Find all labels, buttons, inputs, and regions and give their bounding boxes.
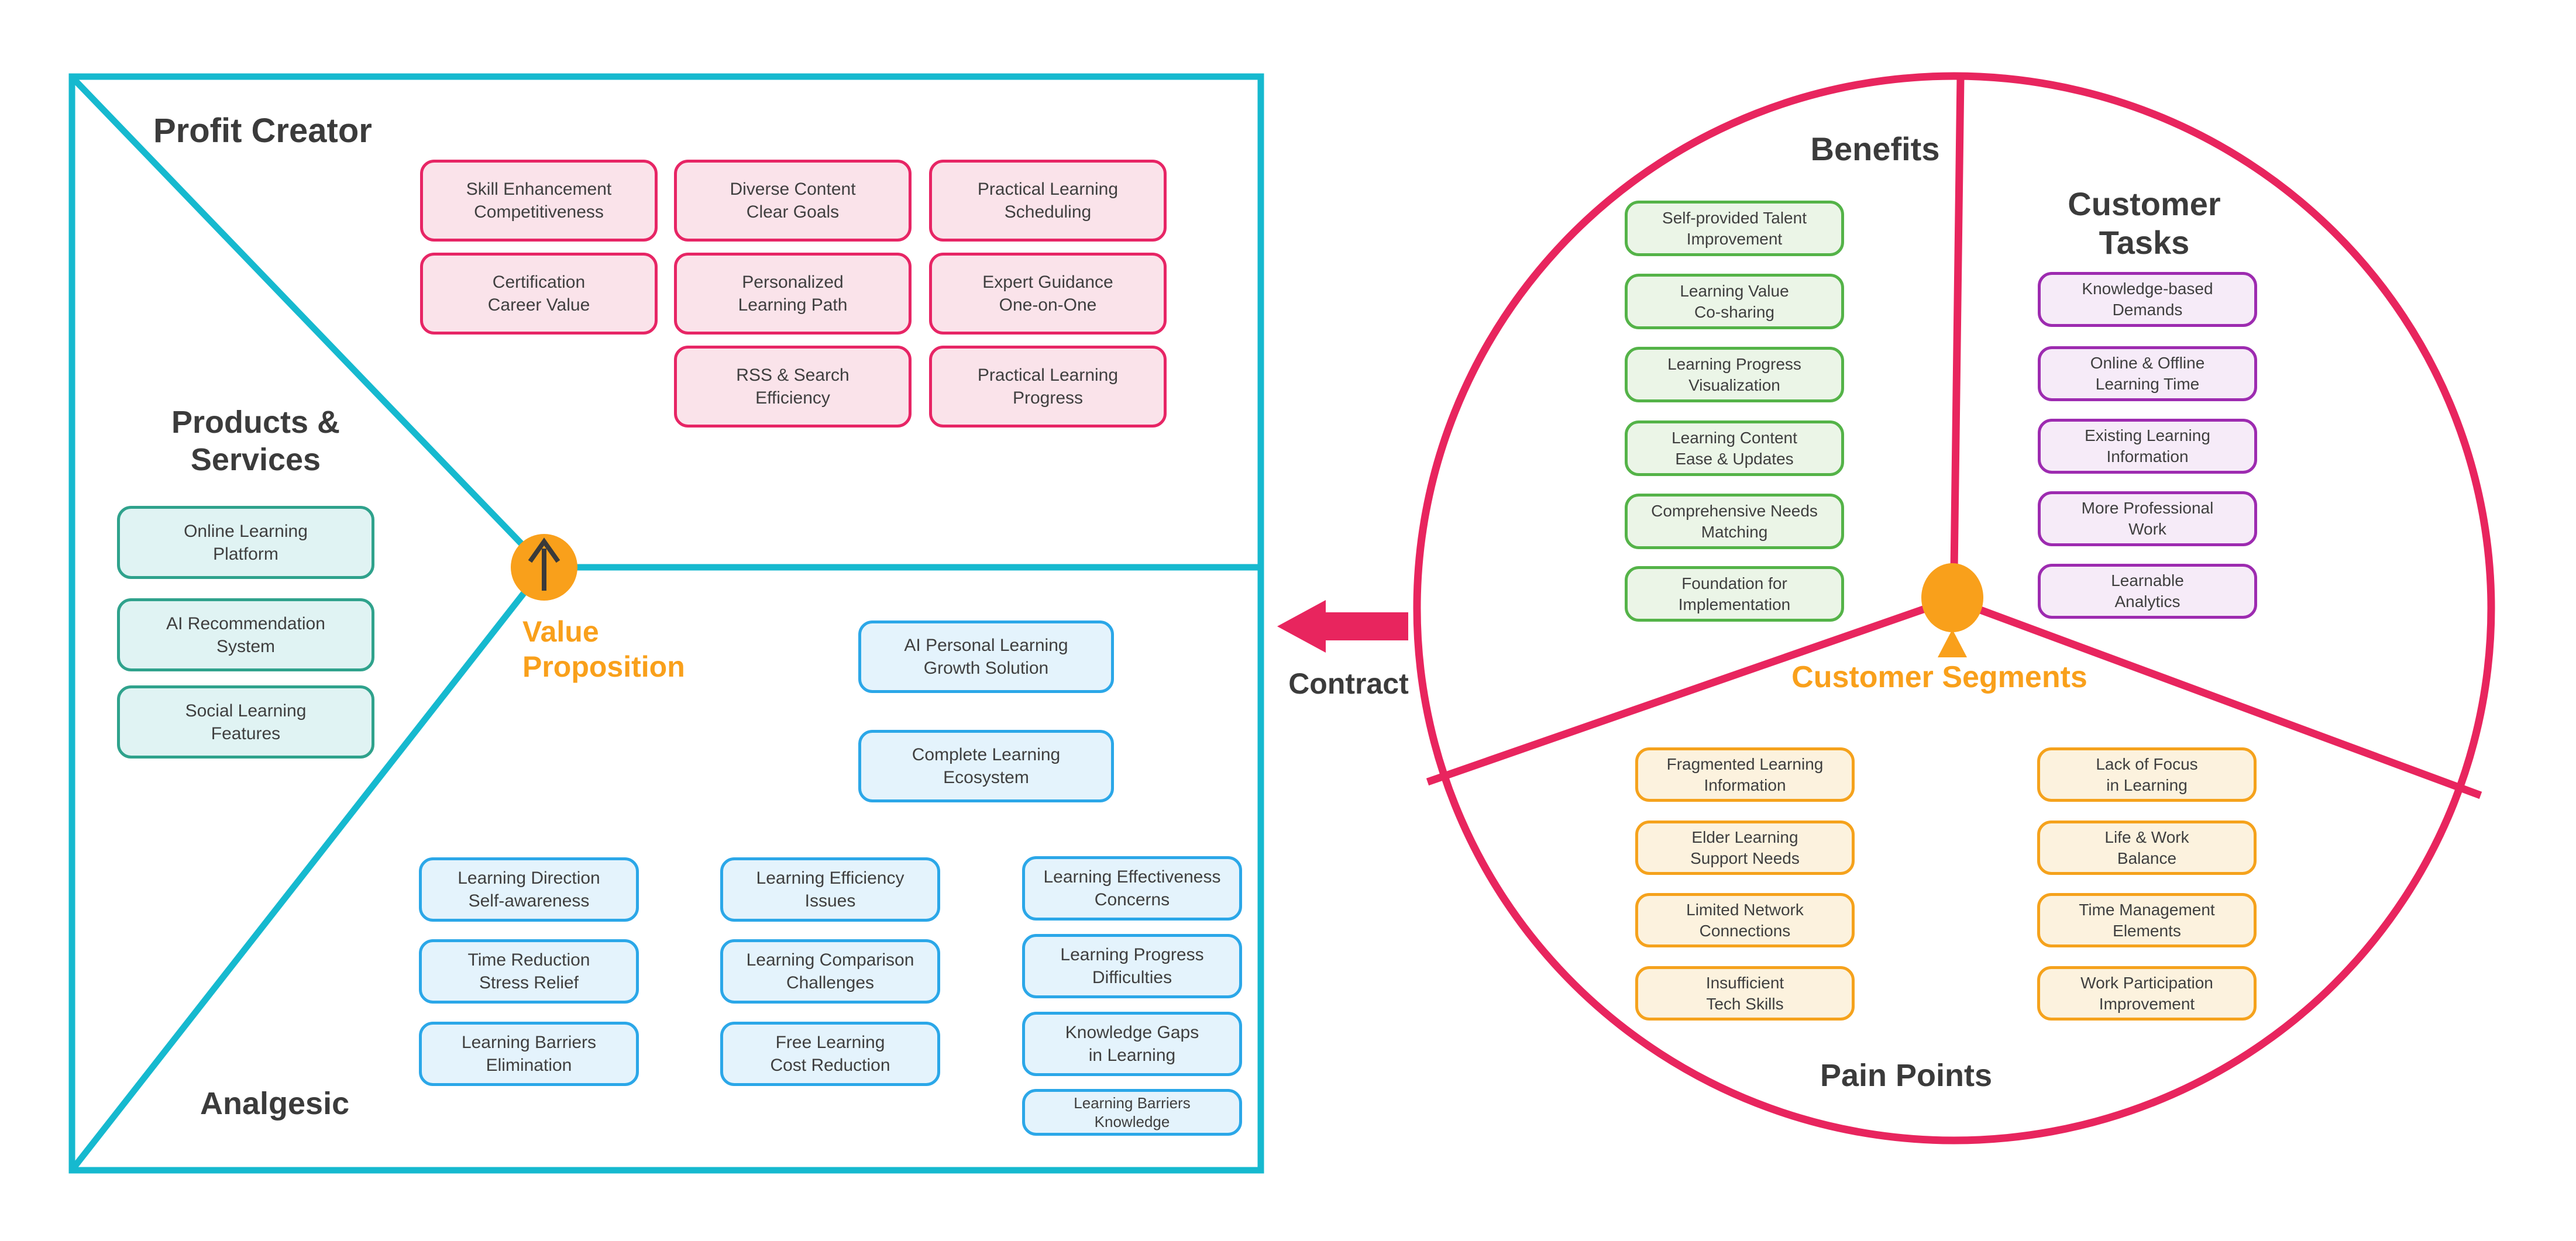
pain-box: Limited Network Connections — [1635, 893, 1855, 947]
value-map-square — [68, 73, 1264, 1174]
task-box: More Professional Work — [2038, 491, 2257, 546]
benefit-box: Foundation for Implementation — [1625, 566, 1844, 622]
benefit-box: Learning Content Ease & Updates — [1625, 420, 1844, 476]
task-box: Learnable Analytics — [2038, 564, 2257, 619]
pain-reliever-box: Learning Comparison Challenges — [720, 939, 940, 1004]
pain-box: Fragmented Learning Information — [1635, 747, 1855, 802]
analgesic-title: Analgesic — [200, 1086, 350, 1121]
customer-segments-hub — [1921, 563, 1983, 632]
square-diagonal-bottom — [70, 565, 547, 1171]
pain-reliever-box: Learning Direction Self-awareness — [419, 857, 639, 922]
task-box: Online & Offline Learning Time — [2038, 346, 2257, 401]
customer-profile-circle — [1413, 72, 2495, 1145]
gain-box: Skill Enhancement Competitiveness — [420, 160, 658, 242]
pain-box: Lack of Focus in Learning — [2037, 747, 2257, 802]
gain-box: Personalized Learning Path — [674, 253, 912, 335]
task-box: Existing Learning Information — [2038, 419, 2257, 474]
pain-reliever-box: Learning Barriers Knowledge — [1022, 1089, 1242, 1136]
pain-reliever-box: Learning Progress Difficulties — [1022, 934, 1242, 998]
circle-divider-top — [1950, 77, 1965, 571]
benefit-box: Self-provided Talent Improvement — [1625, 201, 1844, 256]
pain-box: Insufficient Tech Skills — [1635, 966, 1855, 1021]
task-box: Knowledge-based Demands — [2038, 272, 2257, 327]
pain-reliever-box: Learning Barriers Elimination — [419, 1022, 639, 1086]
solution-box: Complete Learning Ecosystem — [858, 730, 1114, 802]
pain-box: Elder Learning Support Needs — [1635, 821, 1855, 875]
gain-box: Practical Learning Progress — [929, 346, 1167, 428]
gain-box: Certification Career Value — [420, 253, 658, 335]
left-block-arrow-icon — [1277, 600, 1408, 653]
product-box: AI Recommendation System — [117, 598, 374, 671]
pain-reliever-box: Knowledge Gaps in Learning — [1022, 1012, 1242, 1076]
profit-creator-title: Profit Creator — [153, 112, 372, 150]
customer-segments-title: Customer Segments — [1791, 660, 2087, 694]
contract-label: Contract — [1288, 667, 1409, 700]
pain-reliever-box: Time Reduction Stress Relief — [419, 939, 639, 1004]
pain-points-title: Pain Points — [1820, 1058, 1993, 1093]
benefit-box: Comprehensive Needs Matching — [1625, 494, 1844, 549]
pain-box: Life & Work Balance — [2037, 821, 2257, 875]
square-diagonal-top — [71, 76, 546, 570]
up-arrow-icon — [528, 537, 560, 591]
benefit-box: Learning Value Co-sharing — [1625, 274, 1844, 329]
circle-divider-right — [1979, 606, 2482, 799]
gain-box: Expert Guidance One-on-One — [929, 253, 1167, 335]
product-box: Social Learning Features — [117, 685, 374, 759]
benefit-box: Learning Progress Visualization — [1625, 347, 1844, 402]
solution-box: AI Personal Learning Growth Solution — [858, 620, 1114, 693]
benefits-title: Benefits — [1810, 130, 1940, 167]
pain-reliever-box: Learning Effectiveness Concerns — [1022, 856, 1242, 921]
products-services-title: Products & Services — [171, 405, 341, 477]
pain-box: Work Participation Improvement — [2037, 966, 2257, 1021]
circle-divider-left — [1426, 604, 1928, 786]
up-triangle-icon — [1938, 629, 1967, 657]
gain-box: RSS & Search Efficiency — [674, 346, 912, 428]
product-box: Online Learning Platform — [117, 506, 374, 579]
pain-reliever-box: Free Learning Cost Reduction — [720, 1022, 940, 1086]
customer-tasks-title: Customer Tasks — [2068, 185, 2221, 261]
gain-box: Diverse Content Clear Goals — [674, 160, 912, 242]
pain-box: Time Management Elements — [2037, 893, 2257, 947]
value-proposition-title: Value Proposition — [522, 615, 685, 683]
pain-reliever-box: Learning Efficiency Issues — [720, 857, 940, 922]
gain-box: Practical Learning Scheduling — [929, 160, 1167, 242]
